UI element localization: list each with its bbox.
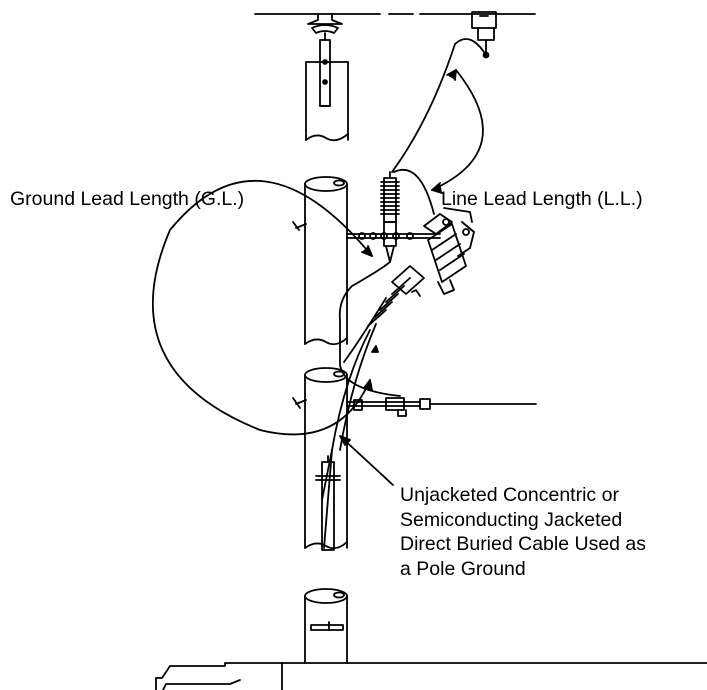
- cable-termination: [367, 265, 425, 327]
- line-lead-length-label: Line Lead Length (L.L.): [441, 188, 643, 210]
- cable-ground-clamp: [315, 455, 341, 551]
- ground-base: [155, 662, 707, 690]
- ground-lead-wire: [338, 261, 401, 397]
- ground-lead-dimension-arc: [151, 180, 373, 436]
- cable-label-line-1: Unjacketed Concentric or: [400, 484, 619, 506]
- pole-mid-section: [304, 176, 348, 346]
- cable-description-label: Unjacketed Concentric or Semiconducting …: [400, 483, 646, 581]
- arrester-bracket: [292, 221, 441, 240]
- line-lead-wire: [391, 38, 487, 215]
- line-lead-dimension-arc: [431, 69, 484, 194]
- cable-label-line-2: Semiconducting Jacketed: [400, 508, 623, 531]
- cable-label-line-3: Direct Buried Cable Used as: [400, 533, 647, 555]
- pin-insulator: [307, 13, 343, 107]
- cutout-fuse: [423, 207, 475, 295]
- pole-top-section: [305, 61, 349, 142]
- ground-lead-length-label: Ground Lead Length (G.L.): [10, 188, 245, 210]
- surge-arrester: [380, 171, 400, 263]
- lower-bracket: [292, 397, 537, 417]
- pole-base-section: [304, 588, 348, 664]
- cable-leader-arrow: [339, 345, 394, 486]
- ground-cable: [321, 297, 387, 549]
- cable-label-line-4: a Pole Ground: [400, 557, 526, 580]
